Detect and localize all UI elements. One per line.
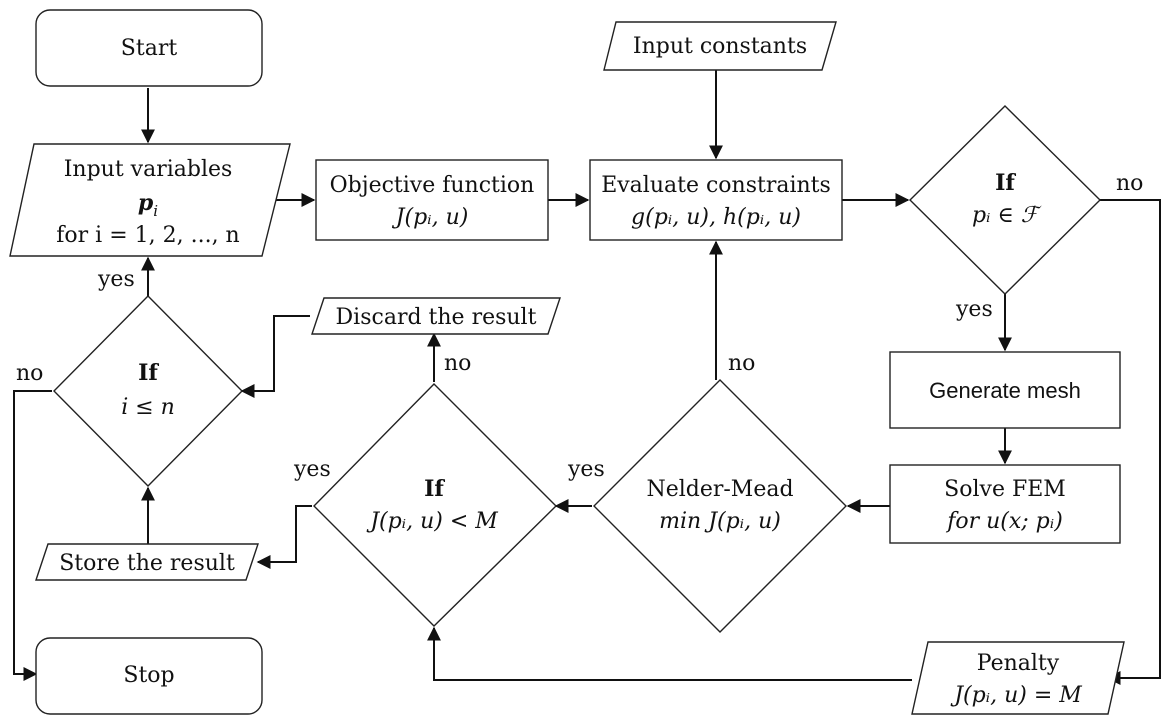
evaluate-line2: g(pᵢ, u), h(pᵢ, u): [631, 205, 801, 230]
edge-labels: no yes no yes no yes yes no: [16, 171, 1143, 482]
node-generate-mesh: Generate mesh: [889, 351, 1121, 429]
label-nelder-no: no: [728, 351, 755, 376]
evaluate-line1: Evaluate constraints: [601, 173, 831, 198]
label-nelder-yes: yes: [567, 457, 605, 482]
node-if-feasible: If pᵢ ∈ ℱ: [909, 105, 1101, 295]
edge-feasible-no-to-penalty: [1100, 199, 1161, 685]
input-variables-sub: i: [153, 202, 158, 220]
generate-mesh-label: Generate mesh: [929, 378, 1081, 403]
if-less-m-line1: If: [424, 476, 445, 502]
edge-penalty-to-lessm: [427, 626, 912, 681]
nelder-mead-line1: Nelder-Mead: [646, 477, 793, 502]
node-if-i-le-n: If i ≤ n: [53, 295, 243, 487]
node-nelder-mead: Nelder-Mead min J(pᵢ, u): [593, 379, 847, 633]
input-constants-label: Input constants: [633, 34, 807, 59]
label-ile-no: no: [16, 361, 43, 386]
label-lessm-no: no: [444, 351, 471, 376]
objective-line1: Objective function: [330, 173, 535, 198]
discard-label: Discard the result: [336, 305, 537, 330]
edge-ile-no-to-stop: [13, 390, 52, 681]
penalty-line2: J(pᵢ, u) = M: [950, 683, 1082, 708]
start-label: Start: [121, 36, 178, 61]
edge-discard-to-ile: [240, 315, 310, 398]
solve-fem-line1: Solve FEM: [944, 477, 1066, 502]
if-i-le-n-line1: If: [138, 360, 159, 386]
solve-fem-line2: for u(x; pᵢ): [945, 509, 1063, 534]
node-penalty: Penalty J(pᵢ, u) = M: [911, 641, 1125, 715]
input-variables-p: pi: [138, 190, 158, 220]
node-evaluate-constraints: Evaluate constraints g(pᵢ, u), h(pᵢ, u): [589, 159, 843, 241]
label-feasible-yes: yes: [955, 297, 993, 322]
label-ile-yes: yes: [97, 267, 135, 292]
objective-line2: J(pᵢ, u): [392, 205, 469, 230]
node-objective-function: Objective function J(pᵢ, u): [315, 159, 549, 241]
penalty-line1: Penalty: [977, 651, 1060, 676]
label-lessm-yes: yes: [293, 457, 331, 482]
if-less-m-line2: J(pᵢ, u) < M: [366, 509, 498, 534]
node-discard-result: Discard the result: [311, 297, 561, 335]
node-stop: Stop: [35, 637, 263, 715]
node-input-constants: Input constants: [603, 21, 837, 71]
node-input-variables: Input variables pi for i = 1, 2, ..., n: [9, 143, 291, 257]
edges: [13, 70, 1161, 685]
input-variables-line3: for i = 1, 2, ..., n: [56, 223, 239, 248]
stop-label: Stop: [123, 663, 174, 688]
edge-lessm-yes-to-store: [256, 505, 312, 569]
node-solve-fem: Solve FEM for u(x; pᵢ): [889, 464, 1121, 544]
nelder-mead-line2: min J(pᵢ, u): [659, 509, 781, 534]
node-if-less-m: If J(pᵢ, u) < M: [313, 383, 557, 627]
node-start: Start: [35, 9, 263, 87]
input-variables-line1: Input variables: [64, 157, 233, 182]
input-variables-line2: p: [138, 190, 154, 216]
if-feasible-line1: If: [995, 170, 1016, 196]
node-store-result: Store the result: [35, 543, 259, 581]
if-i-le-n-line2: i ≤ n: [121, 395, 175, 420]
store-label: Store the result: [59, 551, 235, 576]
label-feasible-no: no: [1116, 171, 1143, 196]
if-feasible-line2: pᵢ ∈ ℱ: [972, 203, 1042, 228]
